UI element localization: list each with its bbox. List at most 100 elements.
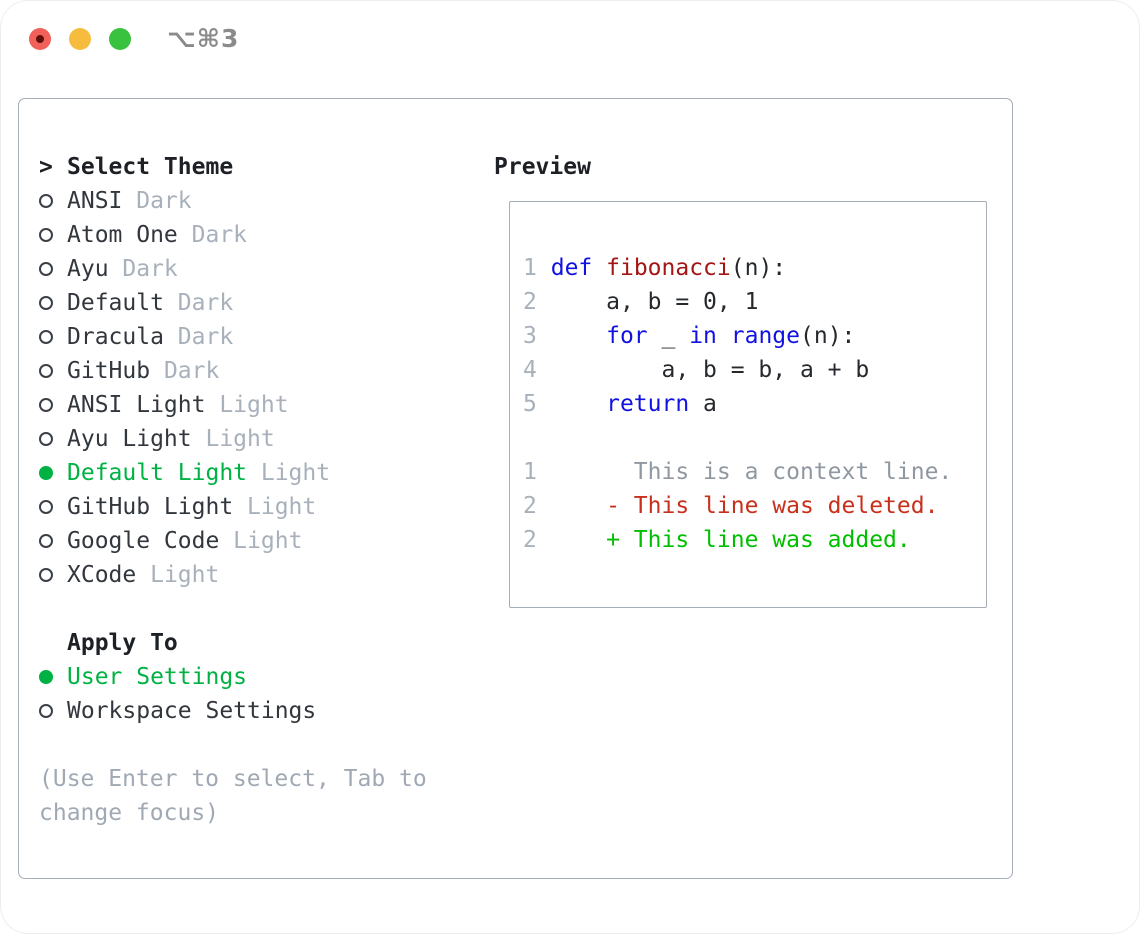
code-line-7: 1 This is a context line.	[523, 455, 986, 489]
line-number: 1	[523, 459, 537, 485]
window-shortcut-label: ⌥⌘3	[167, 24, 240, 53]
radio-unselected-icon	[39, 228, 53, 242]
radio-cell	[39, 286, 53, 320]
radio-unselected-icon	[39, 296, 53, 310]
radio-cell	[39, 524, 53, 558]
close-dot-icon	[36, 35, 44, 43]
apply-option-label: User Settings	[67, 664, 248, 690]
radio-unselected-icon	[39, 194, 53, 208]
radio-cell	[39, 660, 53, 694]
radio-unselected-icon	[39, 364, 53, 378]
radio-cell	[39, 694, 53, 728]
theme-item-name: ANSI Light	[67, 392, 206, 418]
hint-line-2: change focus)	[39, 800, 220, 826]
code-line-3: 3 for _ in range(n):	[523, 319, 986, 353]
radio-unselected-icon	[39, 432, 53, 446]
theme-item-atom-one[interactable]: Atom One Dark	[39, 218, 489, 252]
theme-item-variant: Dark	[122, 188, 192, 214]
code-line-5: 5 return a	[523, 387, 986, 421]
radio-cell	[39, 490, 53, 524]
apply-option-workspace-settings[interactable]: Workspace Settings	[39, 694, 489, 728]
theme-item-ayu[interactable]: Ayu Dark	[39, 252, 489, 286]
code-token: for	[606, 323, 648, 349]
pointer-cell: >	[39, 150, 53, 184]
preview-title: Preview	[494, 154, 591, 180]
code-line-2: 2 a, b = 0, 1	[523, 285, 986, 319]
code-token	[592, 255, 606, 281]
theme-item-name: Default	[67, 290, 164, 316]
theme-item-variant: Dark	[108, 256, 178, 282]
theme-item-variant: Dark	[163, 324, 234, 350]
code-token: a, b = b, a + b	[536, 357, 870, 383]
code-token: fibonacci	[606, 255, 731, 281]
theme-menu-title: Select Theme	[67, 154, 234, 180]
radio-unselected-icon	[39, 500, 53, 514]
radio-selected-icon	[39, 466, 53, 480]
close-button[interactable]	[29, 28, 51, 50]
radio-unselected-icon	[39, 704, 53, 718]
theme-item-github[interactable]: GitHub Dark	[39, 354, 489, 388]
code-token: range	[730, 323, 801, 349]
theme-item-variant: Light	[219, 528, 303, 554]
theme-item-name: GitHub	[67, 358, 151, 384]
radio-selected-icon	[39, 670, 53, 684]
code-token: in	[689, 323, 717, 349]
theme-item-default-light[interactable]: Default Light Light	[39, 456, 489, 490]
theme-item-name: Google Code	[67, 528, 220, 554]
theme-item-name: Atom One	[67, 222, 178, 248]
maximize-button[interactable]	[109, 28, 131, 50]
apply-to-indent	[39, 626, 53, 660]
code-line-4: 4 a, b = b, a + b	[523, 353, 986, 387]
line-number: 2	[523, 493, 537, 519]
apply-option-user-settings[interactable]: User Settings	[39, 660, 489, 694]
theme-item-github-light[interactable]: GitHub Light Light	[39, 490, 489, 524]
code-line-8: 2 - This line was deleted.	[523, 489, 986, 523]
theme-item-variant: Light	[205, 392, 289, 418]
minimize-button[interactable]	[69, 28, 91, 50]
code-token	[537, 391, 606, 417]
code-token: + This line was added.	[536, 527, 911, 553]
theme-item-variant: Light	[191, 426, 275, 452]
theme-item-variant: Light	[136, 562, 220, 588]
radio-cell	[39, 456, 53, 490]
theme-item-ansi[interactable]: ANSI Dark	[39, 184, 489, 218]
radio-cell	[39, 354, 53, 388]
radio-cell	[39, 184, 53, 218]
radio-cell	[39, 422, 53, 456]
theme-item-name: XCode	[67, 562, 137, 588]
theme-item-dracula[interactable]: Dracula Dark	[39, 320, 489, 354]
line-number: 3	[523, 323, 537, 349]
theme-item-name: Dracula	[67, 324, 164, 350]
radio-cell	[39, 320, 53, 354]
pointer-icon: >	[39, 154, 53, 180]
theme-item-variant: Dark	[163, 290, 234, 316]
theme-item-xcode[interactable]: XCode Light	[39, 558, 489, 592]
code-token: (n):	[800, 323, 856, 349]
radio-cell	[39, 558, 53, 592]
radio-unselected-icon	[39, 330, 53, 344]
code-token	[537, 323, 606, 349]
theme-item-ansi-light[interactable]: ANSI Light Light	[39, 388, 489, 422]
code-token: a	[689, 391, 717, 417]
radio-cell	[39, 252, 53, 286]
code-token: _	[647, 323, 690, 349]
code-token: - This line was deleted.	[536, 493, 939, 519]
code-token: def	[550, 255, 593, 281]
theme-item-google-code[interactable]: Google Code Light	[39, 524, 489, 558]
code-token: (n):	[730, 255, 787, 281]
line-number: 1	[523, 255, 537, 281]
spacer	[39, 592, 489, 626]
radio-cell	[39, 218, 53, 252]
line-number: 2	[523, 527, 537, 553]
code-line-9: 2 + This line was added.	[523, 523, 986, 557]
theme-item-default[interactable]: Default Dark	[39, 286, 489, 320]
theme-item-variant: Light	[233, 494, 317, 520]
theme-item-variant: Light	[247, 460, 331, 486]
radio-unselected-icon	[39, 534, 53, 548]
apply-option-label: Workspace Settings	[67, 698, 317, 724]
theme-item-ayu-light[interactable]: Ayu Light Light	[39, 422, 489, 456]
